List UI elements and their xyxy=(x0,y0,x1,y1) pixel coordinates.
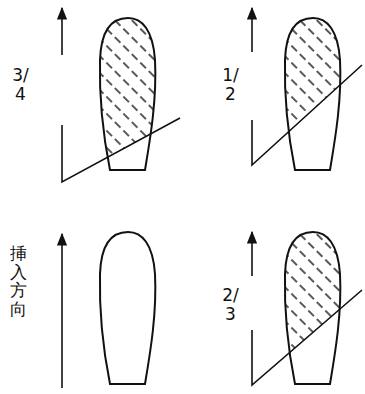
fraction-label: 1/2 xyxy=(222,66,239,103)
fraction-label: 3/4 xyxy=(12,66,29,103)
fraction-label: 2/3 xyxy=(222,286,239,323)
direction-label: 挿入方向 xyxy=(10,244,27,319)
